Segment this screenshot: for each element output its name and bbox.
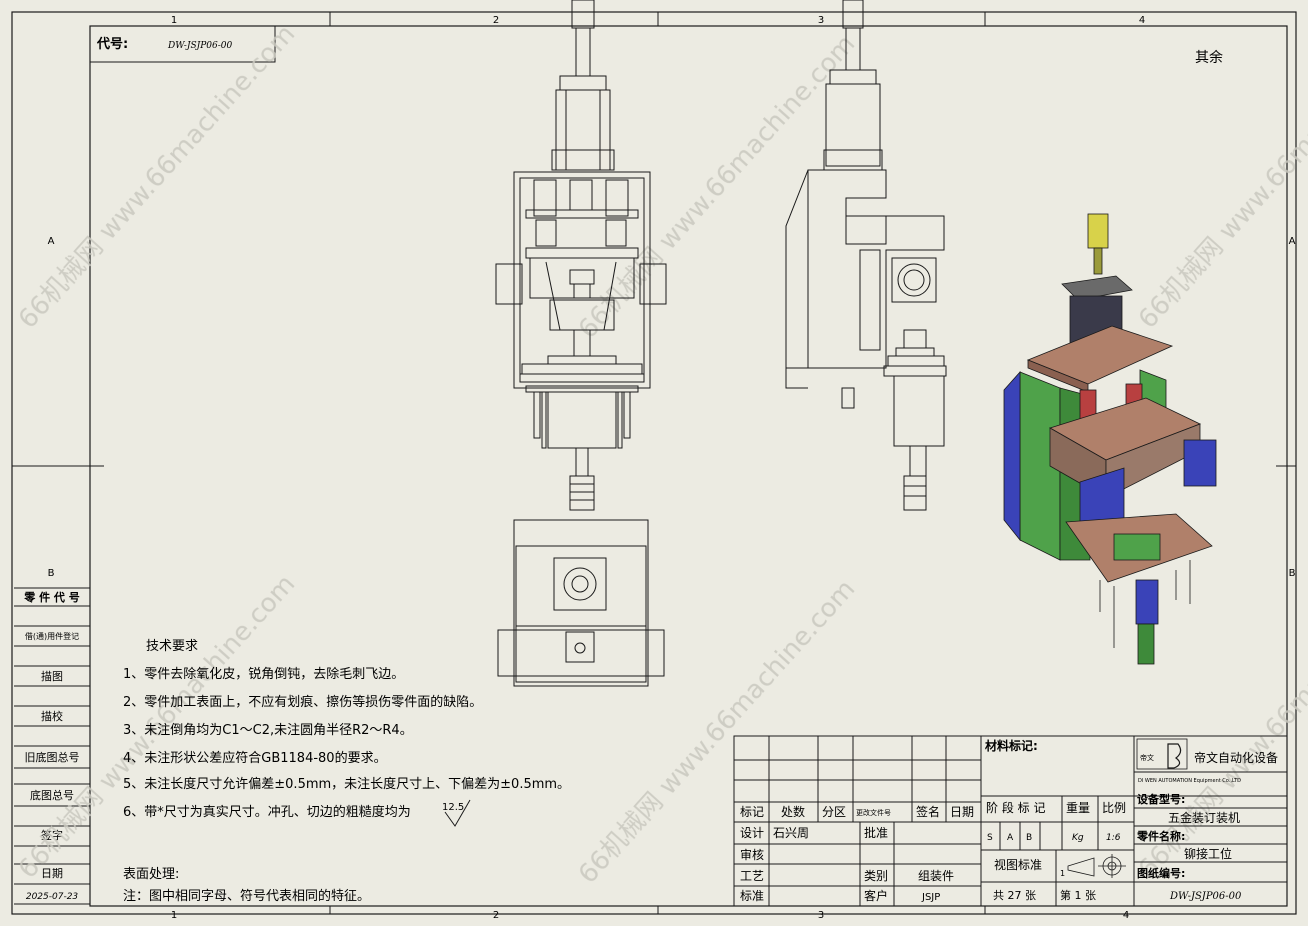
model-label: 设备型号:	[1137, 792, 1185, 806]
header-date: 日期	[950, 805, 974, 819]
strip-trace: 描图	[41, 669, 63, 683]
weight-unit: Kg	[1072, 833, 1084, 843]
left-strip	[14, 587, 90, 905]
col-marker: 4	[1139, 15, 1145, 26]
col-markers-bottom: 1 2 3 4	[171, 910, 1129, 921]
total-sheets: 共 27 张	[993, 889, 1036, 902]
tech-note: 注：图中相同字母、符号代表相同的特征。	[123, 888, 370, 904]
strip-part-code: 零 件 代 号	[23, 590, 80, 604]
header-zone: 分区	[822, 805, 846, 819]
drawing-no-label: 图纸编号:	[1137, 866, 1185, 880]
strip-date-value: 2025-07-23	[26, 892, 79, 902]
customer-label: 客户	[864, 888, 888, 903]
material-label: 材料标记:	[984, 738, 1038, 753]
col-marker: 4	[1123, 910, 1129, 921]
front-view-drawing	[495, 0, 667, 511]
process-label: 工艺	[740, 869, 764, 883]
approve-label: 批准	[864, 825, 888, 840]
category-value: 组装件	[918, 869, 954, 883]
left-strip-labels: 零 件 代 号 借(通)用件登记 描图 描校 旧底图总号 底图总号 签字 日期 …	[23, 590, 80, 902]
col-marker: 1	[171, 910, 177, 921]
strip-old-base: 旧底图总号	[25, 750, 80, 764]
design-label: 设计	[740, 826, 764, 840]
review-label: 审核	[740, 847, 764, 862]
header-change-doc: 更改文件号	[856, 808, 891, 817]
strip-base: 底图总号	[30, 788, 74, 802]
view-number: 1	[1060, 869, 1065, 878]
strip-borrowed: 借(通)用件登记	[25, 631, 79, 641]
part-name-label: 零件名称:	[1136, 829, 1185, 843]
drawing-no-value: DW-JSJP06-00	[1169, 891, 1242, 902]
col-marker: 3	[818, 15, 824, 26]
roughness-value: 12.5	[442, 802, 464, 813]
row-marker: A	[48, 236, 55, 247]
row-marker: B	[48, 568, 55, 579]
watermark-text: 66机械网 www.66machine.com	[13, 19, 301, 335]
strip-date: 日期	[41, 867, 63, 880]
watermark-text: 66机械网 www.66machine.com	[573, 574, 861, 890]
side-view-drawing	[785, 0, 947, 511]
stage-mark-s: S	[987, 833, 993, 843]
weight-label: 重量	[1066, 801, 1090, 815]
code-box: 代号: DW-JSJP06-00	[89, 25, 276, 63]
designer-name: 石兴周	[773, 826, 809, 840]
part-name-value: 铆接工位	[1184, 846, 1232, 861]
tech-req-item: 1、零件去除氧化皮，锐角倒钝，去除毛刺飞边。	[123, 667, 404, 682]
surface-title: 表面处理:	[123, 867, 179, 882]
sheet-number: 第 1 张	[1060, 888, 1096, 902]
tech-req-item: 4、未注形状公差应符合GB1184-80的要求。	[123, 750, 387, 766]
top-view-drawing	[497, 519, 665, 687]
top-right-note: 其余	[1195, 49, 1223, 66]
scale-label: 比例	[1102, 801, 1126, 815]
projection-symbol-icon	[1067, 854, 1126, 878]
tech-req-item: 2、零件加工表面上，不应有划痕、擦伤等损伤零件面的缺陷。	[123, 694, 482, 710]
company-name: 帝文自动化设备	[1194, 750, 1278, 765]
row-marker: A	[1289, 236, 1296, 247]
stage-label: 阶 段 标 记	[986, 800, 1045, 815]
row-marker: B	[1289, 568, 1296, 579]
col-marker: 1	[171, 15, 177, 26]
logo-text: 帝文	[1140, 753, 1154, 762]
strip-trace-check: 描校	[41, 709, 63, 723]
strip-sign: 签字	[41, 828, 63, 842]
tech-req-item: 6、带*尺寸为真实尺寸。冲孔、切边的粗糙度均为	[123, 804, 411, 820]
isometric-view-drawing	[1003, 213, 1217, 665]
zone-ticks	[12, 12, 1296, 914]
tech-req-title: 技术要求	[146, 639, 198, 654]
scale-value: 1:6	[1106, 833, 1121, 843]
watermark-text: 66机械网 www.66machine.com	[1133, 19, 1308, 335]
header-count: 处数	[781, 804, 805, 819]
header-signature: 签名	[916, 804, 940, 819]
tech-req-item: 5、未注长度尺寸允许偏差±0.5mm，未注长度尺寸上、下偏差为±0.5mm。	[123, 776, 570, 792]
standard-label: 标准	[740, 889, 764, 903]
tech-req-item: 3、未注倒角均为C1～C2,未注圆角半径R2～R4。	[123, 723, 413, 738]
row-markers: A B A B	[48, 236, 1296, 579]
col-marker: 2	[493, 910, 499, 921]
header-mark: 标记	[740, 805, 764, 819]
outer-frame	[11, 11, 1297, 915]
code-label: 代号:	[96, 36, 128, 52]
roughness-symbol-icon	[444, 799, 471, 827]
stage-mark-a: A	[1007, 833, 1014, 843]
company-logo: 帝文	[1136, 738, 1188, 770]
col-marker: 2	[493, 15, 499, 26]
customer-value: JSJP	[921, 892, 940, 903]
company-name-en: DI WEN AUTOMATION Equipment Co.,LTD	[1138, 778, 1241, 784]
code-value: DW-JSJP06-00	[167, 41, 233, 51]
view-standard-label: 视图标准	[994, 857, 1042, 872]
watermark-text: 66机械网 www.66machine.com	[573, 29, 861, 345]
tech-requirements: 技术要求 1、零件去除氧化皮，锐角倒钝，去除毛刺飞边。 2、零件加工表面上，不应…	[123, 639, 570, 904]
col-markers-top: 1 2 3 4	[171, 15, 1145, 26]
stage-mark-b: B	[1026, 833, 1032, 843]
col-marker: 3	[818, 910, 824, 921]
title-block: 帝文 帝文自动化设备 DI WEN AUTOMATION Equipment C…	[733, 735, 1288, 907]
model-value: 五金装订装机	[1168, 810, 1240, 825]
category-label: 类别	[864, 869, 888, 883]
